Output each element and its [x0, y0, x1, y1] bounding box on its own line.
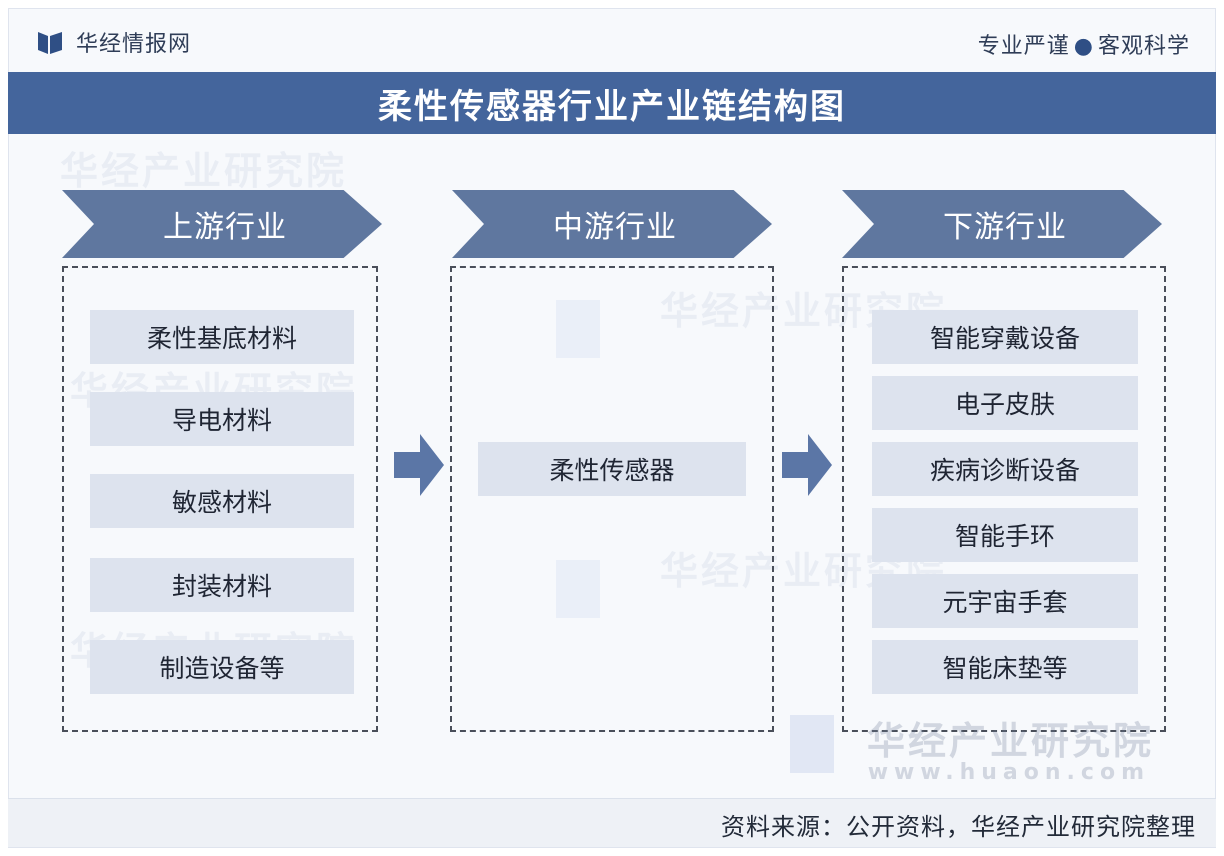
upstream-item: 制造设备等	[90, 640, 354, 694]
slogan-dot: ●	[1073, 34, 1094, 59]
watermark-block	[790, 715, 834, 773]
upstream-item: 导电材料	[90, 392, 354, 446]
column-label-midstream: 中游行业	[553, 210, 677, 245]
slogan-right: 客观科学	[1097, 34, 1190, 59]
header: 华经情报网 专业严谨●客观科学	[8, 18, 1216, 70]
downstream-item: 疾病诊断设备	[872, 442, 1138, 496]
chevron-downstream: 下游行业	[842, 190, 1162, 258]
slogan-left: 专业严谨	[977, 34, 1070, 59]
panel-midstream: 柔性传感器	[450, 266, 774, 732]
midstream-item: 柔性传感器	[478, 442, 746, 496]
logo: 华经情报网	[36, 26, 191, 58]
panel-downstream: 智能穿戴设备 电子皮肤 疾病诊断设备 智能手环 元宇宙手套 智能床垫等	[842, 266, 1166, 732]
slogan: 专业严谨●客观科学	[978, 28, 1190, 60]
source-bar: 资料来源：公开资料，华经产业研究院整理	[8, 798, 1216, 847]
page-title: 柔性传感器行业产业链结构图	[378, 86, 846, 127]
logo-text: 华经情报网	[76, 32, 192, 57]
panel-upstream: 柔性基底材料 导电材料 敏感材料 封装材料 制造设备等	[62, 266, 378, 732]
flow-arrow-icon	[394, 434, 444, 496]
downstream-item: 智能床垫等	[872, 640, 1138, 694]
watermark-block	[556, 300, 600, 358]
flow-arrow-icon	[782, 434, 832, 496]
watermark-url: www.huaon.com	[867, 760, 1150, 785]
upstream-item: 封装材料	[90, 558, 354, 612]
downstream-item: 智能手环	[872, 508, 1138, 562]
title-bar: 柔性传感器行业产业链结构图	[8, 72, 1216, 134]
source-text: 资料来源：公开资料，华经产业研究院整理	[721, 813, 1196, 841]
chevron-midstream: 中游行业	[452, 190, 772, 258]
downstream-item: 元宇宙手套	[872, 574, 1138, 628]
watermark-brand: 华经产业研究院	[866, 719, 1154, 763]
downstream-item: 智能穿戴设备	[872, 310, 1138, 364]
column-label-upstream: 上游行业	[163, 210, 287, 245]
upstream-item: 敏感材料	[90, 474, 354, 528]
chevron-upstream: 上游行业	[62, 190, 382, 258]
downstream-item: 电子皮肤	[872, 376, 1138, 430]
upstream-item: 柔性基底材料	[90, 310, 354, 364]
column-label-downstream: 下游行业	[943, 210, 1067, 245]
watermark-block	[556, 560, 600, 618]
logo-icon	[38, 32, 62, 54]
